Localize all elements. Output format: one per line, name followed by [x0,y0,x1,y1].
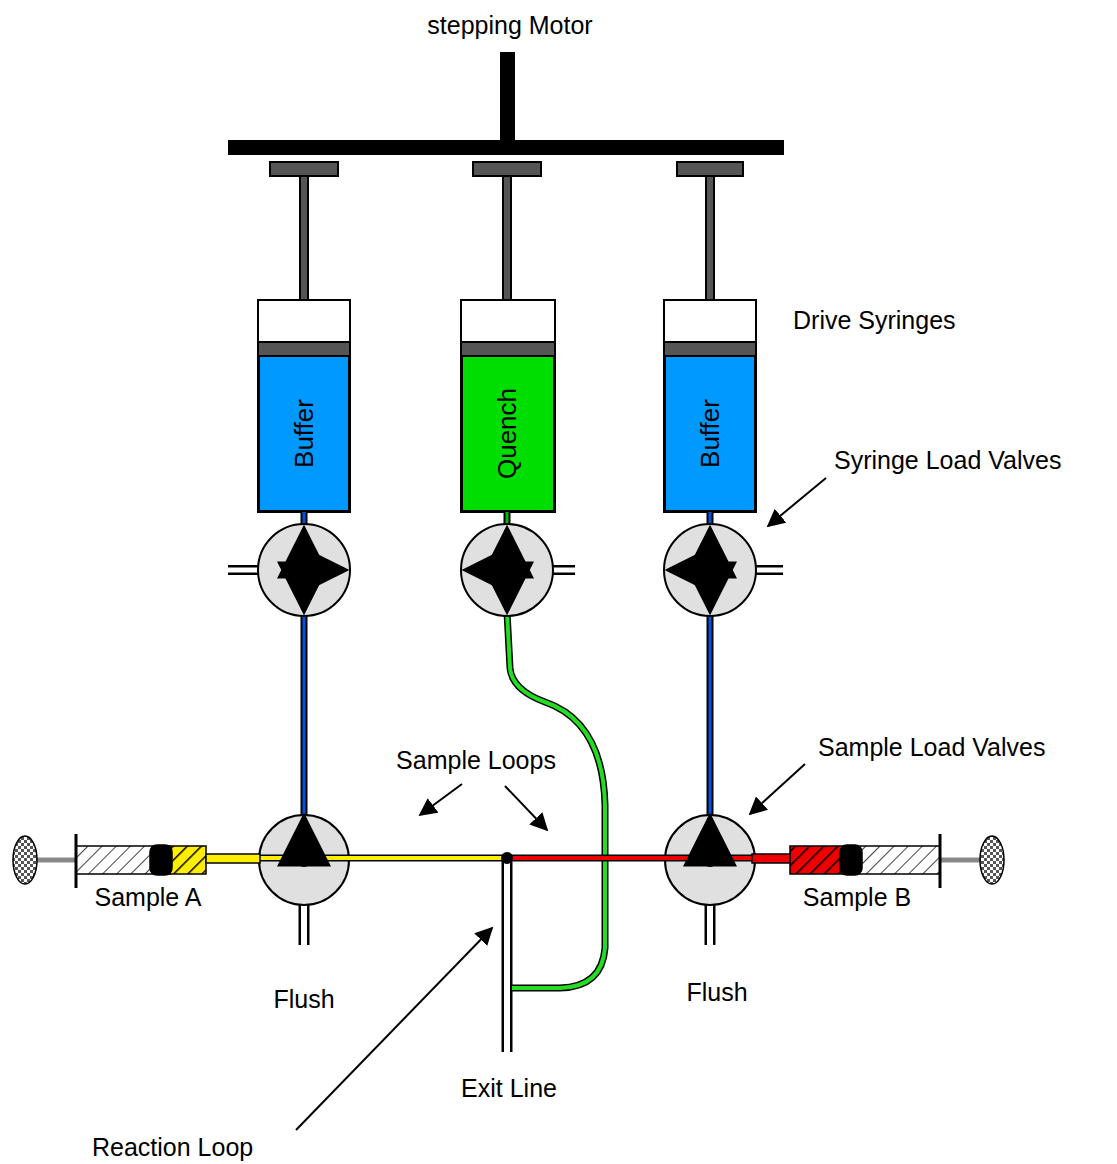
illustration-part [420,784,462,815]
motor-shaft [500,52,515,142]
illustration-part [304,567,344,573]
illustration-part [707,512,714,815]
illustration-part [507,855,760,862]
illustration-part [504,570,510,610]
drive-syringe-parts [258,162,756,512]
illustration-part [301,570,307,610]
illustration-part [505,786,547,830]
illustration-part [258,524,350,616]
illustration-part [707,530,713,570]
motor-label: stepping Motor [427,12,592,40]
illustration-part [258,856,507,860]
illustration-part [705,900,716,945]
illustration-part [303,512,306,815]
flush-label: Flush [686,979,747,1007]
illustration-part [664,300,756,512]
illustration-part [768,478,826,526]
illustration-part [709,512,712,815]
valve-label: Syringe Load Valves [834,447,1061,475]
illustration-part [753,568,783,573]
syringes-label: Drive Syringes [793,307,956,335]
loop-label: Reaction Loop [92,1134,253,1162]
illustration-part [304,530,710,610]
illustration-part [752,854,790,863]
illustration-part [170,846,206,874]
leader-arrows [296,478,826,1130]
illustration-part [670,567,710,573]
illustration-part [228,568,262,573]
illustration-part [150,845,172,875]
illustration-part [301,818,307,860]
illustration-part [501,852,513,864]
illustration-part [507,612,605,988]
sample-label: Sample A [94,884,201,912]
sample-a-syringe [13,834,260,888]
illustration-part [467,567,507,573]
exit-label: Exit Line [461,1075,557,1103]
illustration-part [507,612,605,988]
illustration-part [206,854,260,863]
illustration-part [840,845,862,875]
illustration-part [301,900,307,945]
flush-label: Flush [273,986,334,1014]
illustration-part [473,162,541,176]
syringe-reservoir: Quench [461,355,555,512]
illustration-part [258,300,350,512]
illustration-part [461,524,553,616]
illustration-part [301,512,308,815]
illustration-part [707,570,713,610]
illustration-part [299,900,310,945]
syringe-reservoir: Buffer [664,355,756,512]
sample-loops [258,818,760,867]
illustration-part [664,524,756,616]
illustration-part [502,858,513,1052]
illustration-part [258,855,507,862]
syringe-load-valves [258,524,756,616]
valve-label: Sample Load Valves [818,734,1045,762]
illustration-part [301,530,307,570]
quench-tubing [507,612,605,988]
illustration-part [504,858,510,1052]
illustration-part [750,764,805,814]
sample-label: Sample B [803,884,911,912]
illustration-part [304,818,710,860]
illustration-part [707,818,713,860]
illustration-part [790,846,844,874]
syringe-reservoir: Buffer [258,355,350,512]
illustration-part [707,900,713,945]
illustration-part [228,565,262,575]
syringe-label: Quench [493,388,524,479]
illustration-part [677,162,743,176]
illustration-part [980,836,1004,884]
illustration-part [939,834,942,888]
syringe-label: Buffer [695,399,726,468]
illustration-part [753,565,783,575]
exit-and-flush-lines [228,570,783,1052]
illustration-part [270,162,338,176]
illustration-part [504,530,510,570]
illustration-part [507,856,760,860]
drive-bar [228,140,784,155]
illustration-part [461,300,555,512]
loops-label: Sample Loops [396,747,556,775]
illustration-part [75,834,78,888]
sample-b-syringe [752,834,1004,888]
illustration-part [13,836,37,884]
syringe-label: Buffer [289,399,320,468]
